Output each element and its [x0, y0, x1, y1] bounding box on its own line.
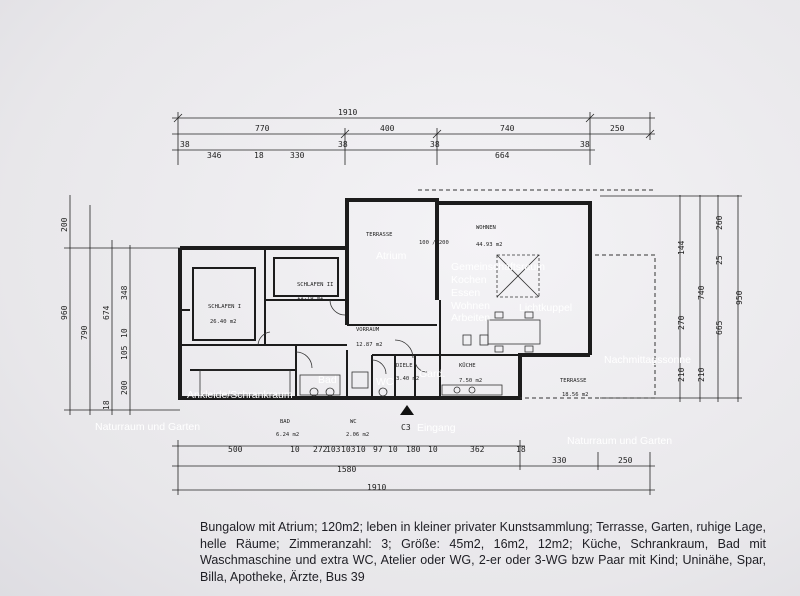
annotation-gemeinschaftsraum: Gemeinschaftsraum	[451, 261, 545, 273]
dim-right-2: 740	[697, 285, 706, 300]
dim-top-detail-5: 38	[338, 140, 348, 149]
room-label-bad: BAD	[280, 419, 290, 425]
annotation-lichtkuppel: Lichtkuppel	[519, 302, 572, 314]
dim-right-8: 210	[677, 367, 686, 382]
dim-bottom-7: 97	[373, 445, 383, 454]
room-area-bad: 6.24 m2	[276, 432, 299, 438]
dim-right-4: 260	[715, 215, 724, 230]
dim-bottom-2: 10	[290, 445, 300, 454]
dim-top-detail-4: 330	[290, 151, 305, 160]
room-area-wc: 2.06 m2	[346, 432, 369, 438]
room-label-diele: DIELE	[396, 363, 413, 369]
dim-right-7: 270	[677, 315, 686, 330]
dim-total-bottom: 1910	[367, 483, 386, 492]
room-label-terrasse-bottom: TERRASSE	[560, 378, 587, 384]
annotation-essen: Essen	[451, 287, 480, 299]
dim-left-2: 960	[60, 305, 69, 320]
annotation-kochen: Kochen	[451, 274, 487, 286]
room-area-terrasse-bottom: 18.56 m2	[562, 392, 589, 398]
outer-wall-north	[180, 198, 592, 355]
dim-bottom-9: 180	[406, 445, 421, 454]
annotation-garderobe: Gard.	[419, 368, 445, 380]
dim-top-detail-2: 346	[207, 151, 222, 160]
room-label-kueche: KÜCHE	[459, 362, 476, 369]
dim-total-top: 1910	[338, 108, 357, 117]
dim-bottom-4: 103	[326, 445, 341, 454]
dim-left-9: 18	[102, 400, 111, 410]
dim-left-6: 10	[120, 328, 129, 338]
bathroom-fixtures	[199, 369, 388, 397]
dim-bottom-mid-1: 1580	[337, 465, 356, 474]
room-label-schlafen-2: SCHLAFEN II	[297, 282, 333, 288]
annotation-wc: WC	[376, 376, 394, 388]
room-area-wohnen: 44.93 m2	[476, 242, 503, 248]
room-label-wohnen: WOHNEN	[476, 225, 496, 231]
annotation-garden-right: Naturraum und Garten	[567, 435, 672, 447]
room-area-diele: 3.40 m2	[396, 376, 419, 382]
room-area-kueche: 7.50 m2	[459, 378, 482, 384]
dim-bottom-12: 18	[516, 445, 526, 454]
dim-left-5: 348	[120, 285, 129, 300]
dim-top-seg-3: 740	[500, 124, 515, 133]
dim-bottom-6: 10	[356, 445, 366, 454]
dim-left-7: 105	[120, 345, 129, 360]
dim-left-4: 674	[102, 305, 111, 320]
room-area-schlafen-1: 26.40 m2	[210, 319, 237, 325]
dim-top-seg-1: 770	[255, 124, 270, 133]
door-swing-vorraum	[394, 339, 414, 359]
annotation-nachmittagssonne: Nachmittagssonne	[604, 354, 691, 366]
room-area-vorraum: 12.87 m2	[356, 342, 383, 348]
annotation-wohnen: Wohnen	[451, 300, 490, 312]
dim-right-1: 144	[677, 240, 686, 255]
dim-bottom-mid-3: 250	[618, 456, 633, 465]
entrance-arrow-icon	[400, 405, 414, 415]
dim-bottom-1: 500	[228, 445, 243, 454]
dim-bottom-10: 10	[428, 445, 438, 454]
dim-bottom-11: 362	[470, 445, 485, 454]
room-label-schlafen-1: SCHLAFEN I	[208, 304, 241, 310]
room-label-wc: WC	[350, 419, 357, 425]
dim-left-1: 200	[60, 217, 69, 232]
dim-right-9: 210	[697, 367, 706, 382]
dim-top-seg-2: 400	[380, 124, 395, 133]
annotation-bad: Bad	[318, 374, 337, 386]
annotation-ankleide: Ankleide/Schrankraum	[187, 389, 293, 401]
dim-bottom-5: 103	[341, 445, 356, 454]
dim-right-5: 25	[715, 255, 724, 265]
dim-top-detail-1: 38	[180, 140, 190, 149]
skylight-symbol	[496, 254, 540, 298]
room-label-vorraum: VORRAUM	[356, 327, 380, 333]
dim-right-6: 665	[715, 320, 724, 335]
annotation-garden-left: Naturraum und Garten	[95, 421, 200, 433]
room-label-terrasse: TERRASSE	[366, 232, 393, 238]
annotation-eingang: Eingang	[417, 422, 456, 434]
listing-description: Bungalow mit Atrium; 120m2; leben in kle…	[200, 520, 766, 584]
dim-bottom-3: 272	[313, 445, 328, 454]
kitchen-counter	[441, 384, 503, 396]
window-code-label: 100 / 200	[419, 240, 449, 246]
dining-table	[462, 311, 541, 353]
annotation-atrium: Atrium	[376, 250, 407, 262]
dim-top-detail-8: 38	[580, 140, 590, 149]
room-area-schlafen-2: 11.78 m2	[297, 295, 324, 301]
dim-bottom-8: 10	[388, 445, 398, 454]
door-code-label: C3	[401, 423, 411, 432]
dim-left-8: 200	[120, 380, 129, 395]
dim-bottom-mid-2: 330	[552, 456, 567, 465]
dim-left-3: 790	[80, 325, 89, 340]
dim-top-detail-3: 18	[254, 151, 264, 160]
dim-top-detail-7: 664	[495, 151, 510, 160]
dim-right-3: 950	[735, 290, 744, 305]
dim-top-seg-4: 250	[610, 124, 625, 133]
annotation-arbeiten: Arbeiten	[451, 312, 490, 324]
dim-top-detail-6: 38	[430, 140, 440, 149]
